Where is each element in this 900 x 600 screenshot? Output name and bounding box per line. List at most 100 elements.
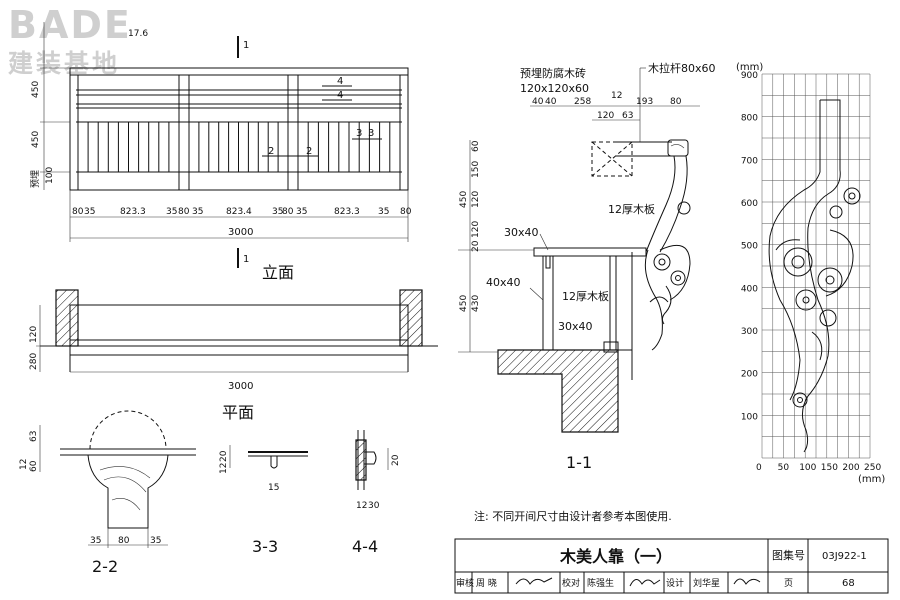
label-brick: 预埋防腐木砖 (520, 66, 586, 80)
grid-y-tick: 600 (741, 199, 758, 209)
grid-y-tick: 500 (741, 242, 758, 252)
elevation-title: 立面 (262, 263, 294, 282)
grid-x-tick: 0 (756, 463, 762, 473)
s22-dim-35b: 35 (150, 536, 161, 546)
grid-x-tick: 50 (778, 463, 790, 473)
elev-bottom-dim: 823.3 (120, 207, 146, 217)
callout-3a: 3 (356, 128, 362, 139)
check-label: 校对 (562, 577, 580, 589)
grid-y-tick: 400 (741, 284, 758, 294)
s22-dim-35a: 35 (90, 536, 101, 546)
s22-dim-60: 60 (29, 460, 39, 472)
grid-y-tick: 200 (741, 370, 758, 380)
s22-dim-63: 63 (29, 431, 39, 442)
reviewer-name: 周 晓 (476, 577, 497, 589)
elev-bottom-dim: 35 (84, 207, 95, 217)
logo-brand: BADE (8, 3, 132, 47)
elev-dim-lower: 450 (31, 131, 41, 148)
section-4-4: 20 12 30 4-4 (352, 430, 401, 556)
elev-dim-upper: 450 (31, 81, 41, 98)
s44-dim-20: 20 (391, 454, 401, 466)
s11-top-193: 193 (636, 97, 653, 107)
page-label: 页 (784, 578, 793, 589)
label-brick-size: 120x120x60 (520, 82, 589, 95)
atlas-no: 03J922-1 (822, 551, 867, 562)
s11-left-120b: 120 (471, 221, 481, 238)
review-label: 审核 (456, 577, 474, 589)
s11-left-120a: 120 (471, 191, 481, 208)
s33-dim-12: 12 (219, 463, 229, 474)
grid-y-tick: 300 (741, 327, 758, 337)
elev-dim-embed: 预埋 (30, 170, 41, 188)
plan-dim-120: 120 (29, 326, 39, 343)
callout-3b: 3 (368, 128, 374, 139)
plan-title: 平面 (222, 403, 254, 422)
plan-view: 280 120 3000 平面 (29, 289, 438, 422)
grid-x-tick: 200 (842, 463, 859, 473)
section-1-1-title: 1-1 (566, 453, 592, 472)
plan-total: 3000 (228, 381, 253, 392)
elev-dim-100: 100 (45, 167, 55, 184)
s11-left-450b: 450 (459, 295, 469, 312)
label-bottom-rail: 30x40 (558, 320, 593, 333)
s44-dim-30: 30 (368, 501, 380, 511)
section-3-3: 20 12 15 3-3 (219, 445, 308, 556)
section-2-2: 63 12 60 35 80 35 2-2 (19, 410, 196, 576)
elev-bottom-dim: 80 (178, 207, 190, 217)
s11-left-60: 60 (471, 140, 481, 152)
grid-x-tick: 250 (864, 463, 881, 473)
callout-2a: 2 (268, 146, 274, 157)
s33-dim-15: 15 (268, 483, 279, 493)
label-post: 40x40 (486, 276, 521, 289)
section-3-3-title: 3-3 (252, 537, 278, 556)
s11-left-20: 20 (471, 240, 481, 252)
label-seat-rail: 30x40 (504, 226, 539, 239)
s22-dim-12: 12 (19, 459, 29, 470)
page-no: 68 (842, 578, 855, 589)
elev-bottom-dim: 35 (272, 207, 283, 217)
section-2-2-title: 2-2 (92, 557, 118, 576)
grid-x-tick: 100 (799, 463, 816, 473)
section-4-4-title: 4-4 (352, 537, 378, 556)
s11-top-120: 120 (597, 111, 614, 121)
grid-y-tick: 700 (741, 156, 758, 166)
s11-top-40b: 40 (545, 97, 557, 107)
elev-total: 3000 (228, 227, 253, 238)
elev-bottom-dim: 35 (296, 207, 307, 217)
elev-bottom-dim: 80 (282, 207, 294, 217)
callout-4b: 4 (337, 90, 343, 101)
s33-dim-20: 20 (219, 450, 229, 462)
s11-top-12: 12 (611, 91, 622, 101)
grid-y-tick: 800 (741, 114, 758, 124)
section-mark-bottom: 1 (243, 254, 249, 265)
designer-signature (733, 578, 761, 585)
design-label: 设计 (666, 577, 684, 589)
elevation-view: 1 1 4 4 3 3 2 2 (30, 22, 412, 282)
s11-left-150: 150 (471, 161, 481, 178)
grid-y-tick: 900 (741, 71, 758, 81)
s11-top-80: 80 (670, 97, 682, 107)
elev-bottom-dim: 80 (400, 207, 412, 217)
label-rail: 木拉杆80x60 (648, 61, 716, 75)
logo-subtitle: 建装基地 (8, 49, 120, 78)
plan-dim-280: 280 (29, 353, 39, 370)
designer-name: 刘华星 (693, 577, 720, 589)
drawing-title: 木美人靠（一） (559, 547, 672, 566)
elev-bottom-dim: 35 (166, 207, 177, 217)
checker-signature (629, 579, 661, 587)
checker-name: 陈强生 (587, 577, 614, 589)
elev-bottom-dim: 35 (192, 207, 203, 217)
section-mark-top: 1 (243, 40, 249, 51)
grid-unit-bottom: (mm) (858, 474, 885, 485)
elev-bottom-dim: 823.4 (226, 207, 252, 217)
atlas-label: 图集号 (772, 548, 805, 562)
design-note: 注: 不同开间尺寸由设计者参考本图使用. (474, 509, 672, 523)
elev-bottom-dim: 80 (72, 207, 84, 217)
elev-dim-top: 17.6 (128, 29, 148, 39)
s11-top-63: 63 (622, 111, 633, 121)
logo: BADE 建装基地 (8, 3, 132, 78)
callout-2b: 2 (306, 146, 312, 157)
label-board-lower: 12厚木板 (562, 289, 609, 303)
